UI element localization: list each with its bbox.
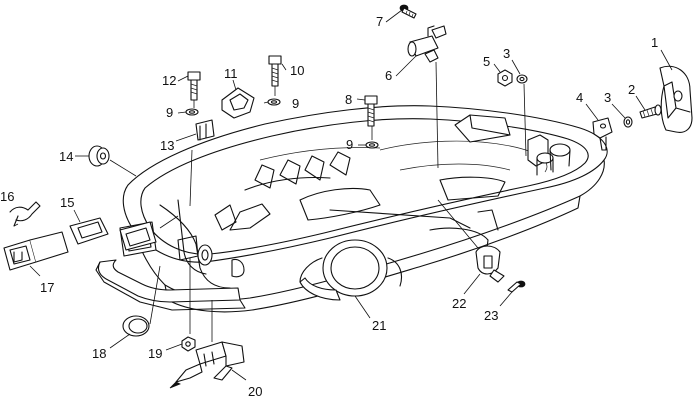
- callout-19: 19: [148, 346, 162, 361]
- callout-5: 5: [483, 54, 490, 69]
- part-11-grommet: [221, 87, 255, 119]
- part-20-valve: [169, 341, 245, 389]
- callout-11: 11: [224, 66, 238, 81]
- part-8-bolt: [364, 95, 378, 127]
- part-9-washer-right: [365, 141, 379, 149]
- callout-13: 13: [160, 138, 174, 153]
- callout-9-left: 9: [166, 105, 173, 120]
- callout-12: 12: [162, 73, 176, 88]
- part-5-nut: [497, 69, 513, 87]
- callout-labels: 1 2 3 3 4 5 6 7 8 9 9 9 10 11 12 13 14 1…: [0, 14, 658, 399]
- part-3-washer-top: [516, 74, 528, 84]
- part-13-clip: [195, 119, 215, 141]
- part-4-bracket: [592, 117, 613, 151]
- part-18-cap: [122, 315, 150, 337]
- part-22-clamp: [475, 245, 505, 283]
- part-3-washer-right: [623, 116, 633, 128]
- leader-lines: [13, 9, 673, 381]
- callout-22: 22: [452, 296, 466, 311]
- callout-23: 23: [484, 308, 498, 323]
- part-2-screw: [639, 104, 662, 119]
- callout-14: 14: [59, 149, 73, 164]
- callout-7: 7: [376, 14, 383, 29]
- part-14-plug: [88, 145, 110, 167]
- callout-18: 18: [92, 346, 106, 361]
- callout-17: 17: [40, 280, 54, 295]
- part-7-screw: [399, 4, 417, 19]
- part-6-fitting: [407, 25, 447, 63]
- part-9-washer-middle: [267, 98, 281, 106]
- part-23-screw: [507, 280, 526, 293]
- part-10-bolt: [268, 55, 282, 87]
- callout-1: 1: [651, 35, 658, 50]
- part-15-square-insert: [69, 217, 157, 251]
- part-1-lever: [659, 65, 693, 133]
- part-19-nut: [181, 336, 196, 352]
- callout-6: 6: [385, 68, 392, 83]
- callout-2: 2: [628, 82, 635, 97]
- part-9-washer-left: [185, 108, 199, 116]
- callout-21: 21: [372, 318, 386, 333]
- callout-9-middle: 9: [292, 96, 299, 111]
- callout-3-right: 3: [604, 90, 611, 105]
- callout-4: 4: [576, 90, 583, 105]
- callout-10: 10: [290, 63, 304, 78]
- callout-16: 16: [0, 189, 14, 204]
- callout-3-top: 3: [503, 46, 510, 61]
- lower-cowling: [95, 105, 608, 313]
- callout-8: 8: [345, 92, 352, 107]
- callout-20: 20: [248, 384, 262, 399]
- callout-9-right: 9: [346, 137, 353, 152]
- part-16-wire: [9, 201, 41, 227]
- part-12-bolt: [187, 71, 201, 101]
- callout-15: 15: [60, 195, 74, 210]
- part-17-connector: [3, 231, 69, 271]
